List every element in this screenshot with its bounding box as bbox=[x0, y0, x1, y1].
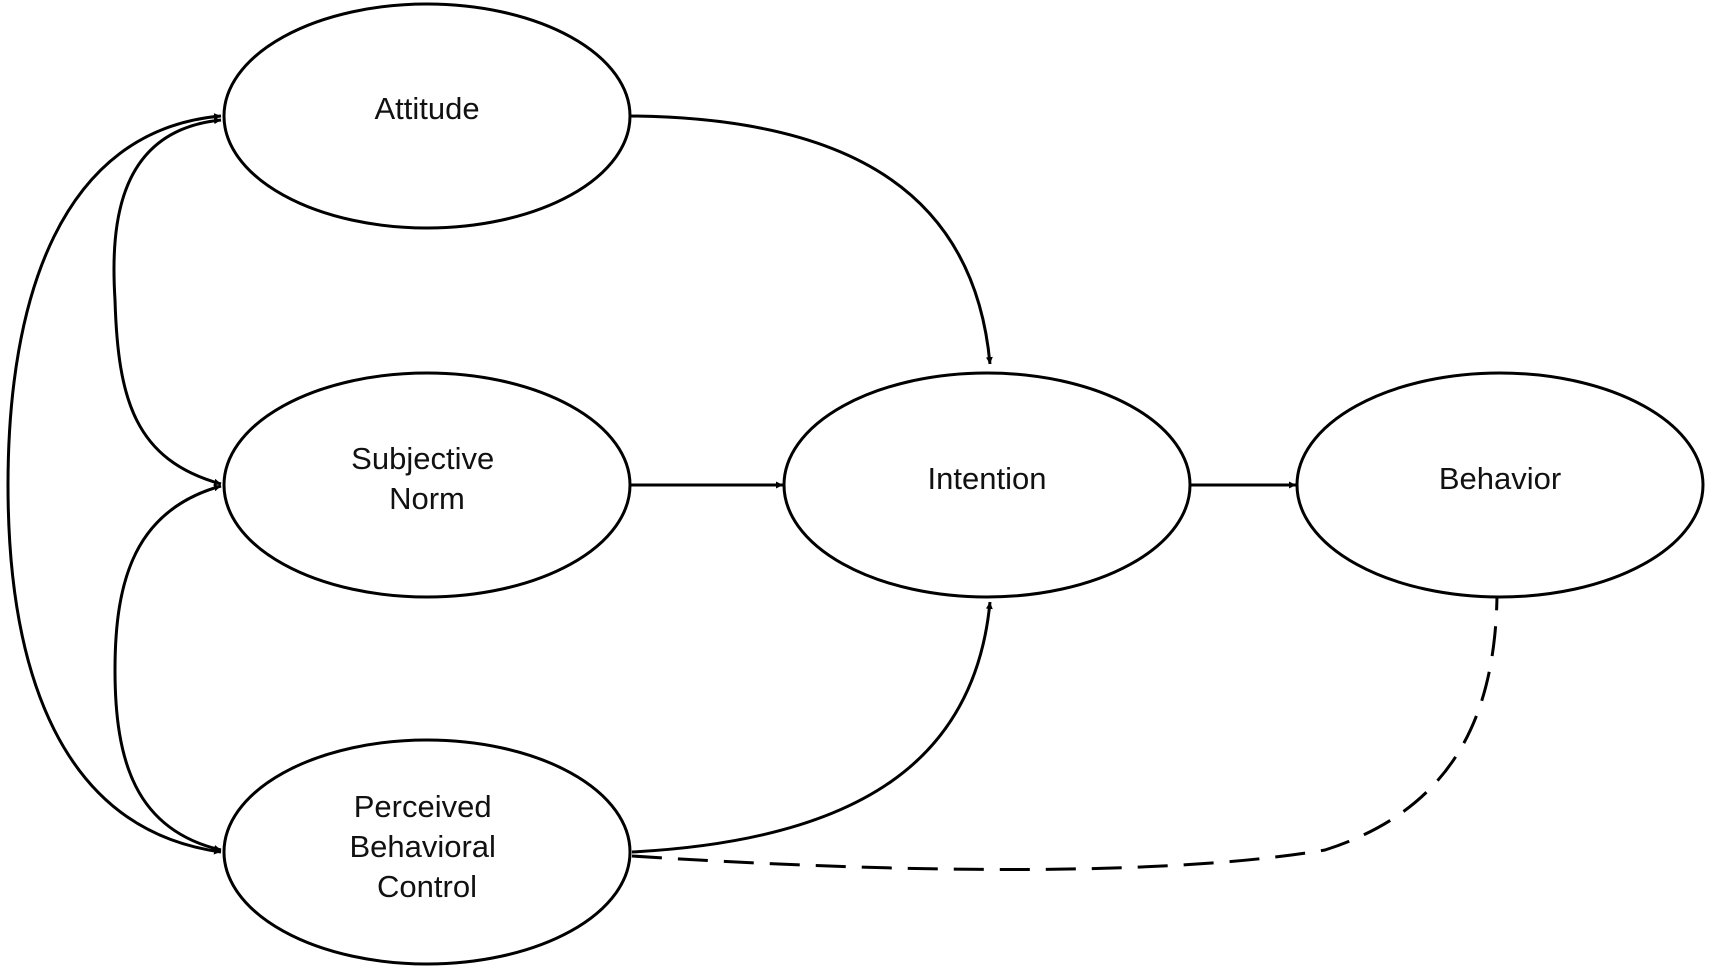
edge-attitude-pbc-correlation bbox=[6, 113, 222, 855]
node-behavior: Behavior bbox=[1295, 371, 1705, 599]
node-subjective-norm-shape bbox=[222, 371, 632, 599]
edge-subjective-norm-pbc-correlation bbox=[113, 484, 222, 852]
node-intention-label: Intention bbox=[928, 461, 1047, 496]
edge-attitude-to-intention bbox=[629, 114, 993, 365]
node-behavior-label: Behavior bbox=[1439, 461, 1561, 496]
edge-attitude-subjective-norm-correlation bbox=[112, 117, 222, 486]
node-attitude: Attitude bbox=[222, 2, 632, 230]
edge-pbc-to-behavior-dashed bbox=[631, 595, 1499, 871]
node-behavior-shape bbox=[1295, 371, 1705, 599]
node-attitude-shape bbox=[222, 2, 632, 230]
node-subjective-norm-label: Subjective Norm bbox=[351, 441, 503, 516]
node-pbc-label-line3: Control bbox=[377, 869, 477, 904]
edge-pbc-to-intention bbox=[631, 601, 993, 854]
node-pbc-label-line2: Behavioral bbox=[349, 829, 495, 864]
node-subjective-norm-label-line1: Subjective bbox=[351, 441, 494, 476]
edges bbox=[6, 113, 1499, 871]
node-pbc-shape bbox=[222, 738, 632, 966]
node-attitude-label: Attitude bbox=[374, 91, 479, 126]
node-pbc-label-line1: Perceived bbox=[354, 789, 492, 824]
node-subjective-norm-label-line2: Norm bbox=[389, 481, 465, 516]
node-intention: Intention bbox=[782, 371, 1192, 599]
node-pbc-label: Perceived Behavioral Control bbox=[349, 789, 504, 904]
node-subjective-norm: Subjective Norm bbox=[222, 371, 632, 599]
node-intention-shape bbox=[782, 371, 1192, 599]
node-pbc: Perceived Behavioral Control bbox=[222, 738, 632, 966]
